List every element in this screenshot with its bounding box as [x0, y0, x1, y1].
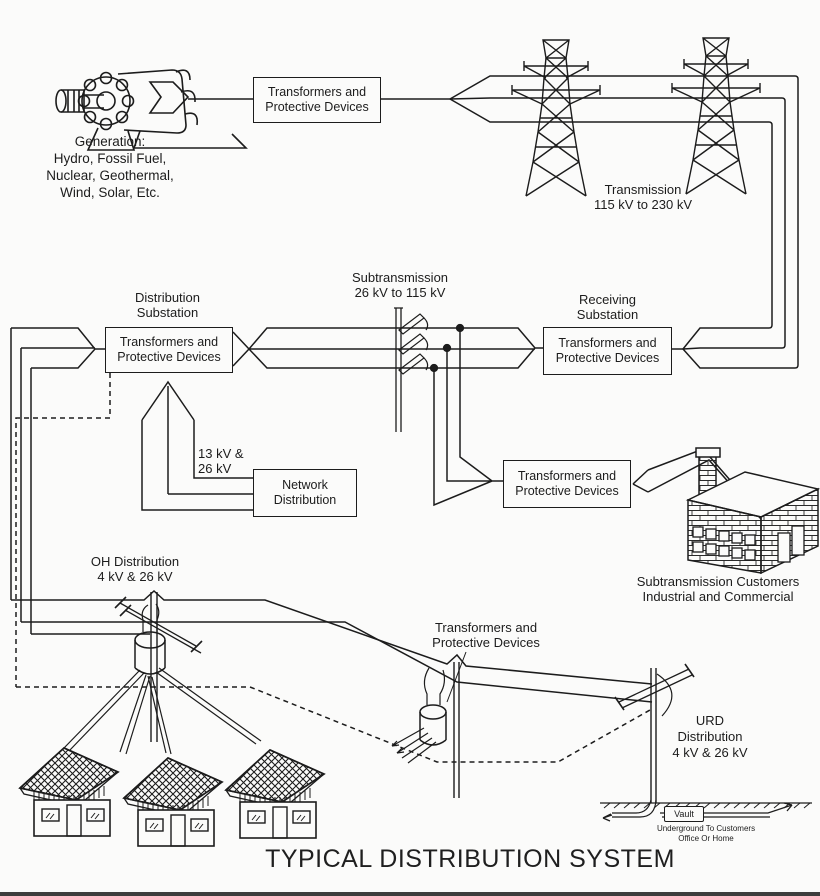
oh-distribution-pole	[63, 592, 262, 755]
transmission-label: Transmission 115 kV to 230 kV	[593, 182, 693, 212]
vault-box: Vault	[664, 806, 704, 822]
distribution-substation-label: Distribution Substation	[134, 290, 201, 320]
pole-transformer	[391, 651, 467, 798]
bottom-edge-bar	[0, 892, 820, 896]
subtransmission-lines	[232, 307, 543, 507]
generation-label: Generation: Hydro, Fossil Fuel, Nuclear,…	[46, 134, 174, 200]
receiving-substation-label: Receiving Substation	[576, 292, 639, 322]
tpd-pole-label: Transformers and Protective Devices	[432, 620, 540, 650]
house-2	[123, 757, 223, 847]
tpd-box-generation: Transformers and Protective Devices	[253, 77, 381, 123]
subtransmission-label: Subtransmission 26 kV to 115 kV	[351, 270, 449, 300]
network-feeder-kv-label: 13 kV & 26 kV	[198, 446, 244, 476]
underground-caption: Underground To Customers Office Or Home	[656, 824, 756, 843]
tpd-box-subtransmission-customer: Transformers and Protective Devices	[503, 460, 631, 508]
industrial-building	[685, 447, 820, 575]
transmission-tower-1	[511, 39, 601, 197]
generator-illustration	[55, 69, 253, 151]
network-distribution-box: Network Distribution	[253, 469, 357, 517]
transmission-lines	[381, 75, 799, 369]
diagram-title: TYPICAL DISTRIBUTION SYSTEM	[265, 845, 675, 873]
oh-distribution-label: OH Distribution 4 kV & 26 kV	[90, 554, 180, 584]
urd-distribution-label: URD Distribution 4 kV & 26 kV	[672, 713, 748, 760]
house-3	[225, 749, 325, 839]
left-feeder-lines	[10, 327, 653, 763]
subtransmission-customers-label: Subtransmission Customers Industrial and…	[636, 574, 800, 604]
tpd-box-distribution-substation: Transformers and Protective Devices	[105, 327, 233, 373]
house-1	[19, 747, 119, 837]
transmission-tower-2	[671, 37, 761, 195]
network-feeder-lines	[141, 380, 253, 511]
tpd-box-receiving-substation: Transformers and Protective Devices	[543, 327, 672, 375]
